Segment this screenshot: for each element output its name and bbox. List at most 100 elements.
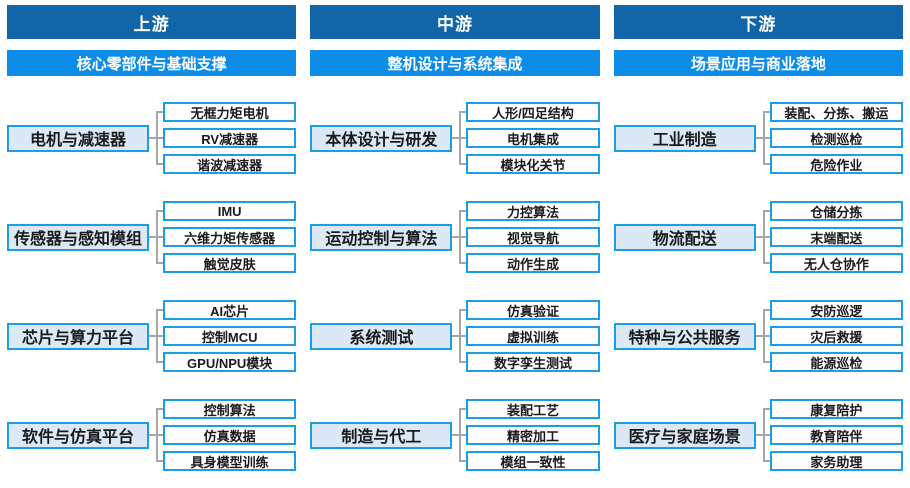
group-logistics: 物流配送 仓储分拣 末端配送 无人仓协作 bbox=[613, 201, 903, 273]
item-box: 控制算法 bbox=[163, 399, 297, 419]
connector-line bbox=[459, 434, 467, 436]
item-box: 家务助理 bbox=[769, 451, 903, 471]
item-row: 具身模型训练 bbox=[156, 451, 297, 471]
category-box: 运动控制与算法 bbox=[310, 223, 453, 251]
item-box: 模块化关节 bbox=[466, 154, 600, 174]
item-box: 仿真验证 bbox=[466, 300, 600, 320]
group-manufacturing-oem: 制造与代工 装配工艺 精密加工 模组一致性 bbox=[310, 399, 600, 471]
column-groups: 工业制造 装配、分拣、搬运 检测巡检 危险作业 物流配送 仓储分拣 末端配送 无… bbox=[613, 102, 903, 471]
item-row: 家务助理 bbox=[762, 451, 903, 471]
connector-line bbox=[762, 262, 770, 264]
category-box: 医疗与家庭场景 bbox=[613, 421, 756, 449]
connector-line bbox=[149, 434, 156, 436]
connector-line bbox=[459, 309, 467, 311]
category-box: 系统测试 bbox=[310, 322, 453, 350]
group-system-testing: 系统测试 仿真验证 虚拟训练 数字孪生测试 bbox=[310, 300, 600, 372]
connector-line bbox=[762, 408, 770, 410]
connector-line bbox=[156, 210, 163, 212]
item-row: 人形/四足结构 bbox=[459, 102, 600, 122]
connector-line bbox=[762, 111, 770, 113]
item-row: AI芯片 bbox=[156, 300, 297, 320]
item-list: 仿真验证 虚拟训练 数字孪生测试 bbox=[459, 300, 600, 372]
item-row: 仓储分拣 bbox=[762, 201, 903, 221]
item-box: 模组一致性 bbox=[466, 451, 600, 471]
item-box: 六维力矩传感器 bbox=[163, 227, 297, 247]
category-box: 制造与代工 bbox=[310, 421, 453, 449]
item-row: 电机集成 bbox=[459, 128, 600, 148]
connector-line bbox=[762, 236, 770, 238]
connector-line bbox=[452, 335, 460, 337]
item-row: 安防巡逻 bbox=[762, 300, 903, 320]
item-box: 无框力矩电机 bbox=[163, 102, 297, 122]
item-box: RV减速器 bbox=[163, 128, 297, 148]
connector-line bbox=[459, 361, 467, 363]
group-chips-compute: 芯片与算力平台 AI芯片 控制MCU GPU/NPU模块 bbox=[7, 300, 297, 372]
item-box: GPU/NPU模块 bbox=[163, 352, 297, 372]
item-box: AI芯片 bbox=[163, 300, 297, 320]
item-row: 仿真验证 bbox=[459, 300, 600, 320]
category-box: 传感器与感知模组 bbox=[7, 223, 149, 251]
column-subtitle: 场景应用与商业落地 bbox=[613, 50, 903, 76]
item-box: 视觉导航 bbox=[466, 227, 600, 247]
item-row: 危险作业 bbox=[762, 154, 903, 174]
connector-line bbox=[762, 163, 770, 165]
item-row: RV减速器 bbox=[156, 128, 297, 148]
connector-line bbox=[459, 137, 467, 139]
connector-line bbox=[452, 434, 460, 436]
column-midstream: 中游 整机设计与系统集成 本体设计与研发 人形/四足结构 电机集成 模块化关节 … bbox=[310, 5, 600, 488]
connector-line bbox=[762, 137, 770, 139]
column-header: 中游 bbox=[310, 5, 600, 39]
connector-line bbox=[156, 163, 163, 165]
item-list: 力控算法 视觉导航 动作生成 bbox=[459, 201, 600, 273]
item-box: 精密加工 bbox=[466, 425, 600, 445]
category-box: 本体设计与研发 bbox=[310, 124, 453, 152]
connector-line bbox=[459, 460, 467, 462]
item-row: GPU/NPU模块 bbox=[156, 352, 297, 372]
item-box: 人形/四足结构 bbox=[466, 102, 600, 122]
connector-line bbox=[755, 236, 763, 238]
item-box: 灾后救援 bbox=[769, 326, 903, 346]
connector-line bbox=[156, 460, 163, 462]
item-row: 动作生成 bbox=[459, 253, 600, 273]
connector-line bbox=[156, 111, 163, 113]
connector-line bbox=[762, 335, 770, 337]
connector-line bbox=[762, 434, 770, 436]
item-list: AI芯片 控制MCU GPU/NPU模块 bbox=[156, 300, 297, 372]
connector-line bbox=[156, 408, 163, 410]
item-row: 末端配送 bbox=[762, 227, 903, 247]
connector-line bbox=[459, 408, 467, 410]
item-box: 力控算法 bbox=[466, 201, 600, 221]
category-box: 电机与减速器 bbox=[7, 124, 149, 152]
category-box: 物流配送 bbox=[613, 223, 756, 251]
connector-line bbox=[156, 236, 163, 238]
item-box: 检测巡检 bbox=[769, 128, 903, 148]
connector-line bbox=[452, 137, 460, 139]
column-downstream: 下游 场景应用与商业落地 工业制造 装配、分拣、搬运 检测巡检 危险作业 物流配… bbox=[613, 5, 903, 488]
item-box: 谐波减速器 bbox=[163, 154, 297, 174]
item-row: 装配工艺 bbox=[459, 399, 600, 419]
group-motion-control: 运动控制与算法 力控算法 视觉导航 动作生成 bbox=[310, 201, 600, 273]
item-list: IMU 六维力矩传感器 触觉皮肤 bbox=[156, 201, 297, 273]
item-box: 装配、分拣、搬运 bbox=[769, 102, 903, 122]
item-box: 仓储分拣 bbox=[769, 201, 903, 221]
connector-line bbox=[149, 137, 156, 139]
item-row: 无框力矩电机 bbox=[156, 102, 297, 122]
item-box: 末端配送 bbox=[769, 227, 903, 247]
item-list: 安防巡逻 灾后救援 能源巡检 bbox=[762, 300, 903, 372]
connector-line bbox=[156, 137, 163, 139]
connector-line bbox=[156, 361, 163, 363]
connector-line bbox=[156, 434, 163, 436]
item-row: 模块化关节 bbox=[459, 154, 600, 174]
connector-line bbox=[459, 111, 467, 113]
connector-line bbox=[762, 210, 770, 212]
item-list: 装配工艺 精密加工 模组一致性 bbox=[459, 399, 600, 471]
item-list: 控制算法 仿真数据 具身模型训练 bbox=[156, 399, 297, 471]
item-list: 康复陪护 教育陪伴 家务助理 bbox=[762, 399, 903, 471]
column-header: 上游 bbox=[7, 5, 297, 39]
connector-line bbox=[755, 335, 763, 337]
connector-line bbox=[762, 361, 770, 363]
item-box: 触觉皮肤 bbox=[163, 253, 297, 273]
connector-line bbox=[459, 210, 467, 212]
column-groups: 电机与减速器 无框力矩电机 RV减速器 谐波减速器 传感器与感知模组 IMU 六… bbox=[7, 102, 297, 471]
